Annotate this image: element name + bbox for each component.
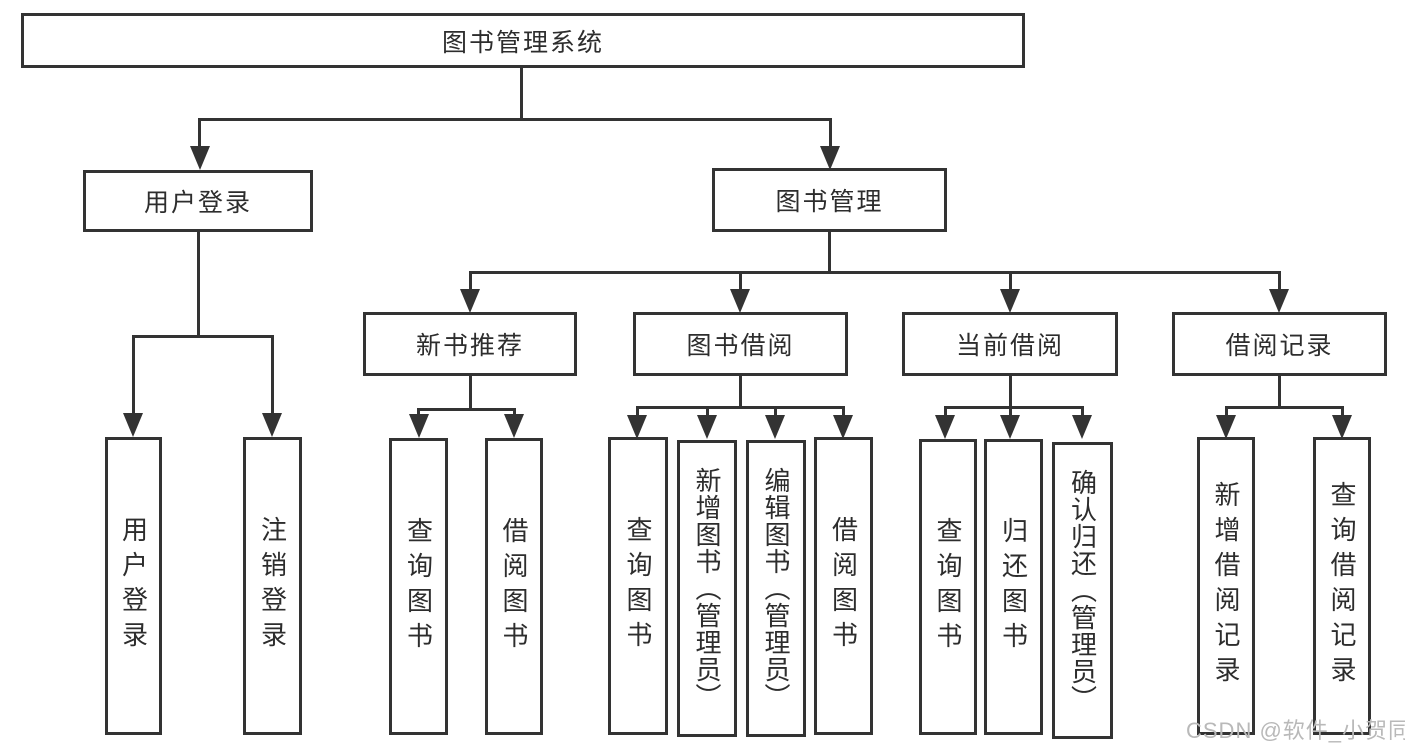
connector-current-drop-1 (944, 406, 947, 418)
connector-newbook-rail (418, 408, 516, 411)
connector-newbook-drop-2 (513, 408, 516, 418)
leaf-search-books: 查询图书 (608, 437, 668, 735)
arrowhead-down-icon (730, 289, 750, 313)
node-book-management: 图书管理 (712, 168, 947, 232)
leaf-label: 查询图书 (403, 516, 434, 657)
leaf-label: 编辑图书︵管理员︶ (761, 467, 791, 710)
leaf-confirm-return-admin: 确认归还︵管理员︶ (1052, 442, 1113, 739)
node-label: 图书借阅 (686, 332, 795, 360)
node-label: 用户登录 (143, 189, 252, 217)
connector-current-drop-3 (1081, 406, 1084, 418)
leaf-label: 借阅图书 (499, 516, 529, 657)
node-library-management-system: 图书管理系统 (21, 13, 1025, 68)
connector-current-drop-2 (1009, 406, 1012, 418)
leaf-add-borrow-record: 新增借阅记录 (1197, 437, 1255, 735)
node-user-login: 用户登录 (83, 170, 313, 232)
connector-borrowing-drop-3 (774, 406, 777, 418)
arrowhead-down-icon (627, 415, 647, 439)
leaf-label: 新增借阅记录 (1211, 481, 1241, 691)
arrowhead-down-icon (935, 415, 955, 439)
connector-borrowing-stem (739, 376, 742, 409)
node-new-book-recommend: 新书推荐 (363, 312, 577, 376)
connector-bookmgmt-rail (469, 271, 1281, 274)
node-current-borrowing: 当前借阅 (902, 312, 1118, 376)
arrowhead-down-icon (1216, 415, 1236, 439)
node-book-borrowing: 图书借阅 (633, 312, 848, 376)
leaf-add-book-admin: 新增图书︵管理员︶ (677, 440, 737, 737)
leaf-search-borrow-record: 查询借阅记录 (1313, 437, 1371, 735)
connector-root-drop-left (198, 118, 201, 150)
node-label: 当前借阅 (955, 332, 1064, 360)
node-label: 图书管理系统 (441, 28, 604, 57)
leaf-label: 查询借阅记录 (1327, 481, 1357, 691)
connector-root-stem (520, 68, 523, 120)
connector-newbook-drop-1 (417, 408, 420, 418)
leaf-label: 确认归还︵管理员︶ (1067, 469, 1098, 712)
connector-userlogin-rail (132, 335, 273, 338)
leaf-label: 查询图书 (933, 517, 963, 657)
leaf-user-login: 用户登录 (105, 437, 162, 735)
leaf-label: 新增图书︵管理员︶ (692, 467, 722, 710)
arrowhead-down-icon (409, 414, 429, 438)
node-borrowing-records: 借阅记录 (1172, 312, 1387, 376)
connector-records-drop-2 (1341, 406, 1344, 418)
connector-newbook-stem (469, 376, 472, 410)
arrowhead-down-icon (820, 146, 840, 170)
arrowhead-down-icon (1332, 415, 1352, 439)
arrowhead-down-icon (1072, 415, 1092, 439)
leaf-borrow-books: 借阅图书 (814, 437, 873, 735)
connector-userlogin-drop-left (132, 335, 135, 415)
arrowhead-down-icon (460, 289, 480, 313)
arrowhead-down-icon (1000, 289, 1020, 313)
connector-bookmgmt-stem (828, 232, 831, 273)
connector-current-stem (1009, 376, 1012, 409)
connector-bookmgmt-drop-3 (1009, 271, 1012, 291)
connector-bookmgmt-drop-4 (1278, 271, 1281, 291)
arrowhead-down-icon (262, 413, 282, 437)
connector-userlogin-drop-right (271, 335, 274, 415)
connector-records-drop-1 (1225, 406, 1228, 418)
node-label: 新书推荐 (415, 332, 524, 360)
arrowhead-down-icon (833, 415, 853, 439)
arrowhead-down-icon (697, 415, 717, 439)
arrowhead-down-icon (1269, 289, 1289, 313)
connector-root-rail (198, 118, 832, 121)
leaf-return-books: 归还图书 (984, 439, 1043, 735)
connector-current-rail (944, 406, 1083, 409)
connector-borrowing-drop-2 (706, 406, 709, 418)
arrowhead-down-icon (504, 414, 524, 438)
leaf-label: 注销登录 (257, 516, 288, 656)
arrowhead-down-icon (1000, 415, 1020, 439)
leaf-label: 借阅图书 (828, 516, 859, 656)
connector-records-stem (1278, 376, 1281, 408)
connector-bookmgmt-drop-2 (739, 271, 742, 291)
connector-borrowing-rail (636, 406, 844, 409)
csdn-watermark: CSDN @软件_小贺同学 (1186, 718, 1405, 743)
connector-borrowing-drop-1 (636, 406, 639, 418)
node-label: 图书管理 (775, 188, 884, 216)
leaf-borrow-books: 借阅图书 (485, 438, 543, 735)
connector-borrowing-drop-4 (842, 406, 845, 418)
leaf-search-books: 查询图书 (389, 438, 448, 735)
leaf-label: 归还图书 (998, 517, 1029, 657)
leaf-label: 用户登录 (118, 516, 149, 656)
connector-userlogin-stem (197, 232, 200, 338)
leaf-label: 查询图书 (623, 516, 653, 656)
connector-root-drop-right (829, 118, 832, 150)
arrowhead-down-icon (123, 413, 143, 437)
leaf-edit-book-admin: 编辑图书︵管理员︶ (746, 440, 806, 737)
leaf-logout: 注销登录 (243, 437, 302, 735)
arrowhead-down-icon (190, 146, 210, 170)
node-label: 借阅记录 (1225, 332, 1334, 360)
connector-records-rail (1225, 406, 1344, 409)
arrowhead-down-icon (765, 415, 785, 439)
leaf-search-books: 查询图书 (919, 439, 977, 735)
connector-bookmgmt-drop-1 (469, 271, 472, 291)
